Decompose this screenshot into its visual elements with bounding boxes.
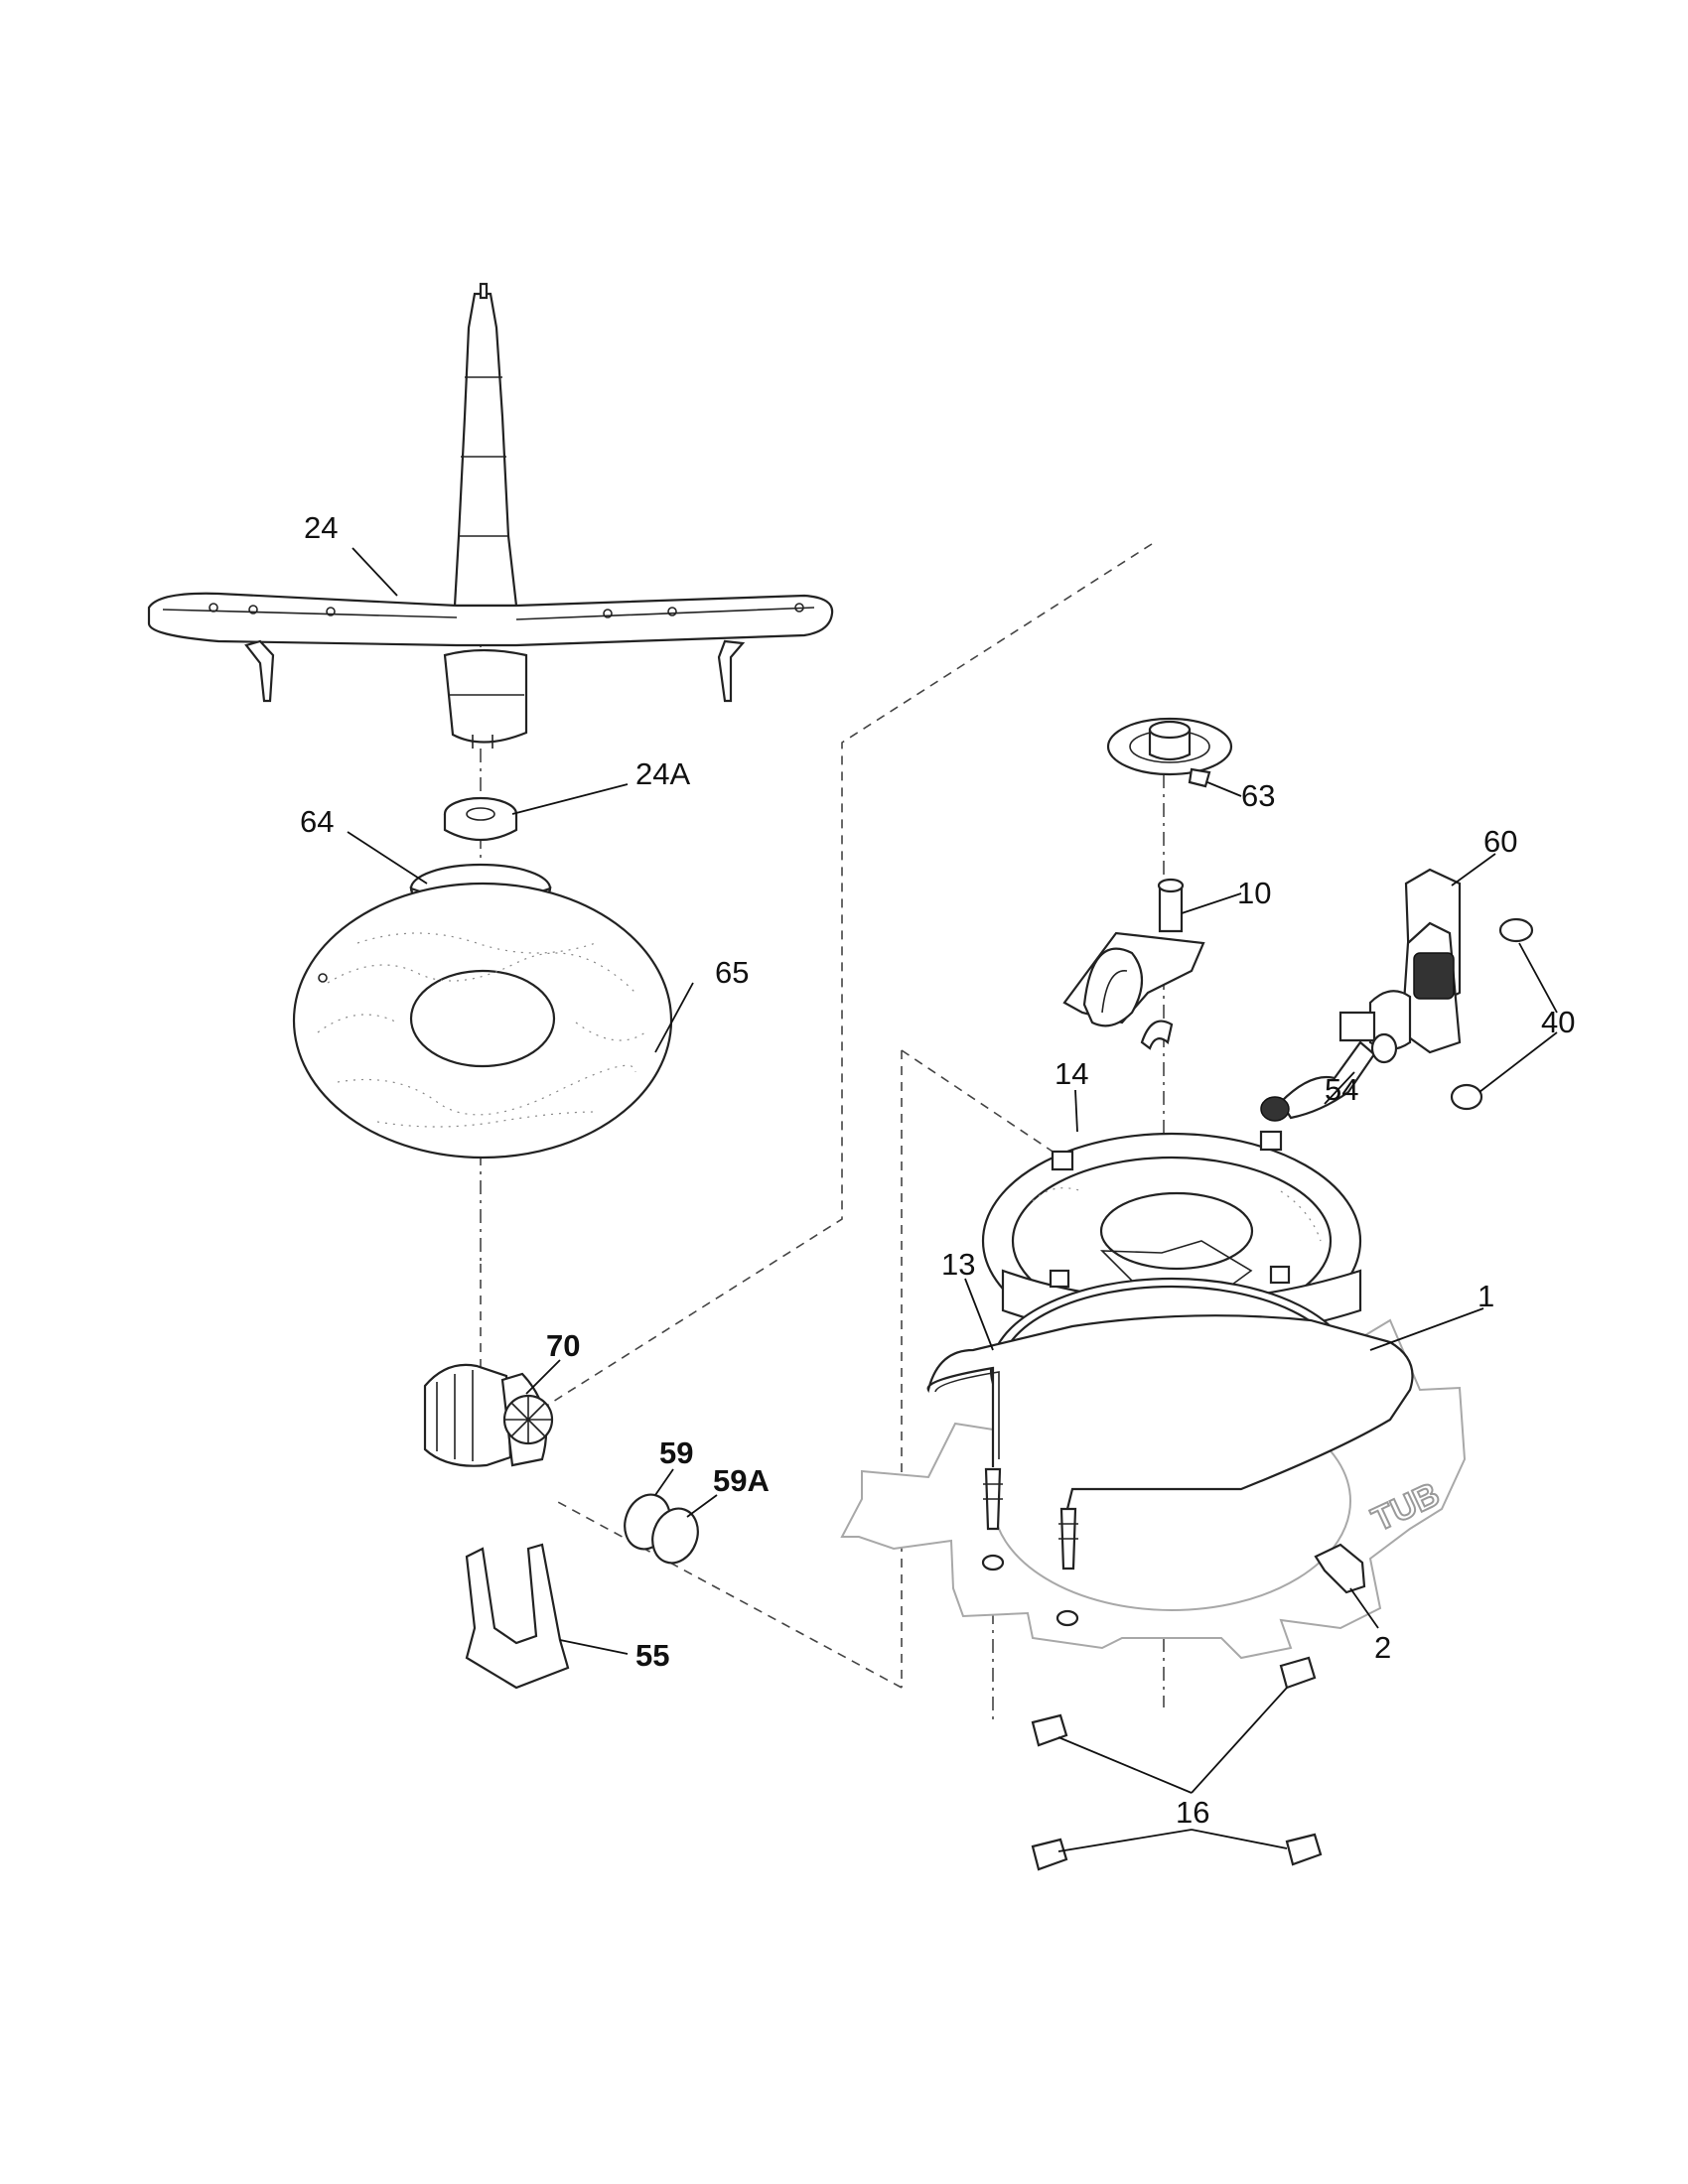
part-24a-bearing — [443, 796, 518, 841]
element-fasteners — [981, 1467, 1079, 1627]
part-63-cap — [1106, 717, 1233, 788]
label-14: 14 — [1055, 1056, 1088, 1091]
part-60-valve — [1338, 868, 1462, 1054]
label-63: 63 — [1241, 778, 1275, 813]
label-16: 16 — [1176, 1795, 1209, 1830]
part-70-motor-pump — [423, 1363, 554, 1467]
label-59a: 59A — [713, 1463, 770, 1498]
label-70: 70 — [546, 1328, 580, 1363]
label-24a: 24A — [635, 756, 690, 791]
callout-labels: 24 24A 64 65 63 10 60 40 54 14 13 1 70 5… — [300, 510, 1575, 1830]
label-13: 13 — [941, 1247, 975, 1282]
part-54-hose — [1260, 1032, 1398, 1122]
label-10: 10 — [1237, 876, 1271, 910]
label-59: 59 — [659, 1435, 693, 1470]
part-1-heating-element — [926, 1314, 1414, 1510]
label-64: 64 — [300, 804, 334, 839]
part-65-filter — [292, 882, 673, 1160]
label-1: 1 — [1477, 1279, 1494, 1313]
label-40: 40 — [1541, 1005, 1575, 1039]
part-55-bracket — [465, 1543, 570, 1690]
label-54: 54 — [1325, 1072, 1358, 1107]
label-24: 24 — [304, 510, 338, 545]
part-59-o-rings — [624, 1493, 699, 1565]
label-2: 2 — [1374, 1630, 1391, 1665]
part-40-clamps — [1450, 917, 1534, 1111]
part-16-retainers — [1031, 1656, 1323, 1871]
leader-lines — [347, 547, 1558, 1852]
part-24-spray-arm — [147, 282, 834, 749]
label-55: 55 — [635, 1638, 669, 1673]
part-10-bracket — [1062, 878, 1205, 1050]
label-60: 60 — [1483, 824, 1517, 859]
label-65: 65 — [715, 955, 749, 990]
part-2-clip — [1314, 1543, 1366, 1594]
